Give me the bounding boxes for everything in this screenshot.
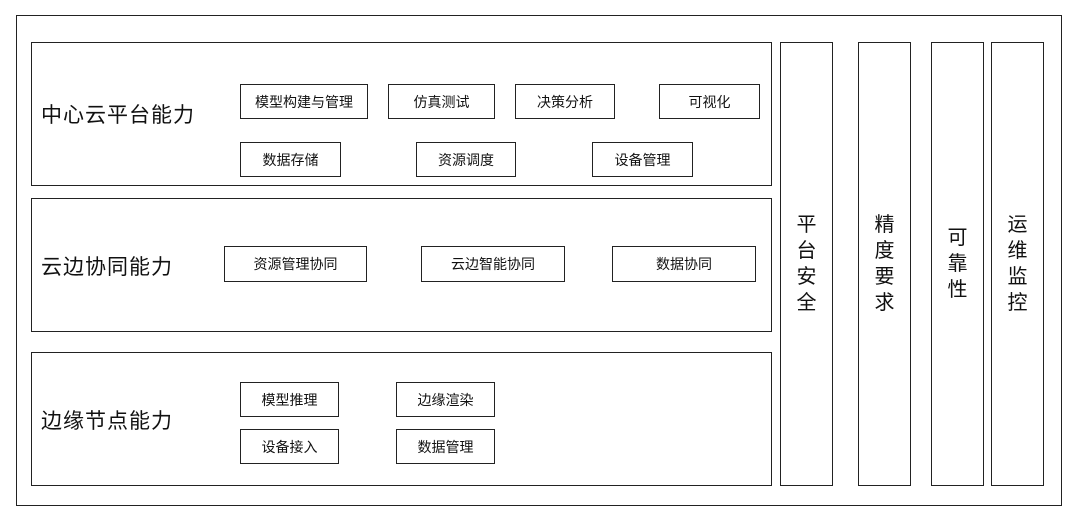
cloud-edge-panel: 云边协同能力 资源管理协同 云边智能协同 数据协同 (31, 198, 772, 332)
capability-resource-mgmt-collab: 资源管理协同 (224, 246, 367, 282)
capability-resource-scheduling: 资源调度 (416, 142, 516, 177)
capability-model-build: 模型构建与管理 (240, 84, 368, 119)
ops-monitoring-column: 运维监控 (991, 42, 1044, 486)
capability-cloud-edge-intel-collab: 云边智能协同 (421, 246, 565, 282)
capability-visualization: 可视化 (659, 84, 760, 119)
capability-model-inference: 模型推理 (240, 382, 339, 417)
capability-device-access: 设备接入 (240, 429, 339, 464)
edge-node-title: 边缘节点能力 (41, 409, 173, 433)
precision-requirement-label: 精度要求 (874, 212, 895, 314)
platform-security-label: 平台安全 (796, 212, 817, 314)
precision-requirement-column: 精度要求 (858, 42, 911, 486)
reliability-label: 可靠性 (947, 225, 968, 301)
capability-data-storage: 数据存储 (240, 142, 341, 177)
capability-device-management: 设备管理 (592, 142, 693, 177)
reliability-column: 可靠性 (931, 42, 984, 486)
capability-edge-rendering: 边缘渲染 (396, 382, 495, 417)
architecture-frame (16, 15, 1062, 506)
capability-simulation-test: 仿真测试 (388, 84, 495, 119)
edge-node-panel: 边缘节点能力 模型推理 边缘渲染 设备接入 数据管理 (31, 352, 772, 486)
capability-data-collab: 数据协同 (612, 246, 756, 282)
capability-decision-analysis: 决策分析 (515, 84, 615, 119)
platform-security-column: 平台安全 (780, 42, 833, 486)
center-cloud-panel: 中心云平台能力 模型构建与管理 仿真测试 决策分析 可视化 数据存储 资源调度 … (31, 42, 772, 186)
cloud-edge-title: 云边协同能力 (41, 255, 173, 279)
capability-data-management: 数据管理 (396, 429, 495, 464)
center-cloud-title: 中心云平台能力 (41, 103, 195, 127)
ops-monitoring-label: 运维监控 (1007, 212, 1028, 314)
